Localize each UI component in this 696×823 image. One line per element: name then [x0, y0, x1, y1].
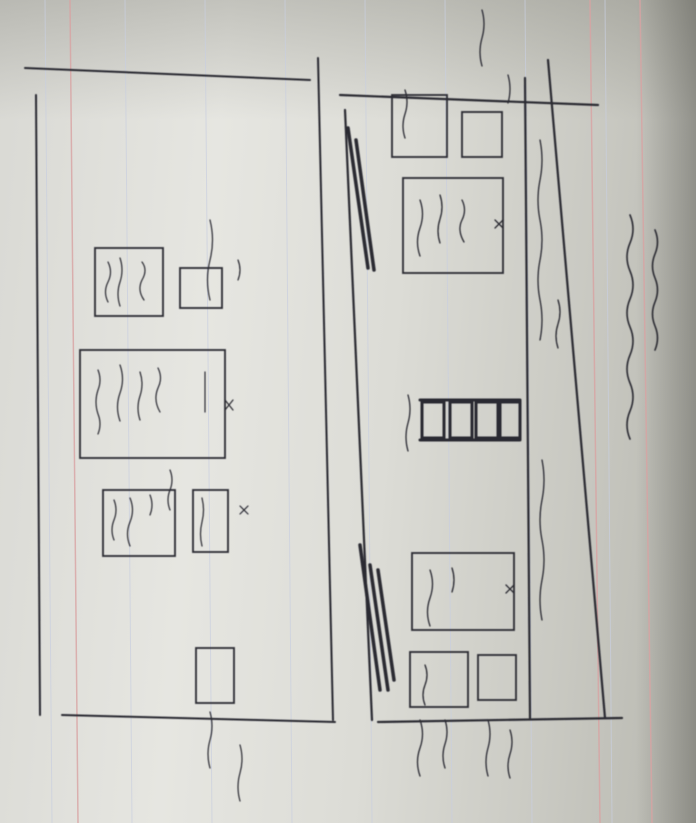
handwriting-scribble	[403, 10, 560, 778]
margin-lines	[70, 0, 652, 823]
right-sketch-frame	[340, 60, 622, 722]
title-scribble	[627, 215, 658, 439]
left-sketch-box	[80, 248, 234, 703]
marker-strokes	[348, 128, 394, 690]
list-icon	[420, 400, 520, 440]
handwriting-scribble	[96, 220, 248, 801]
